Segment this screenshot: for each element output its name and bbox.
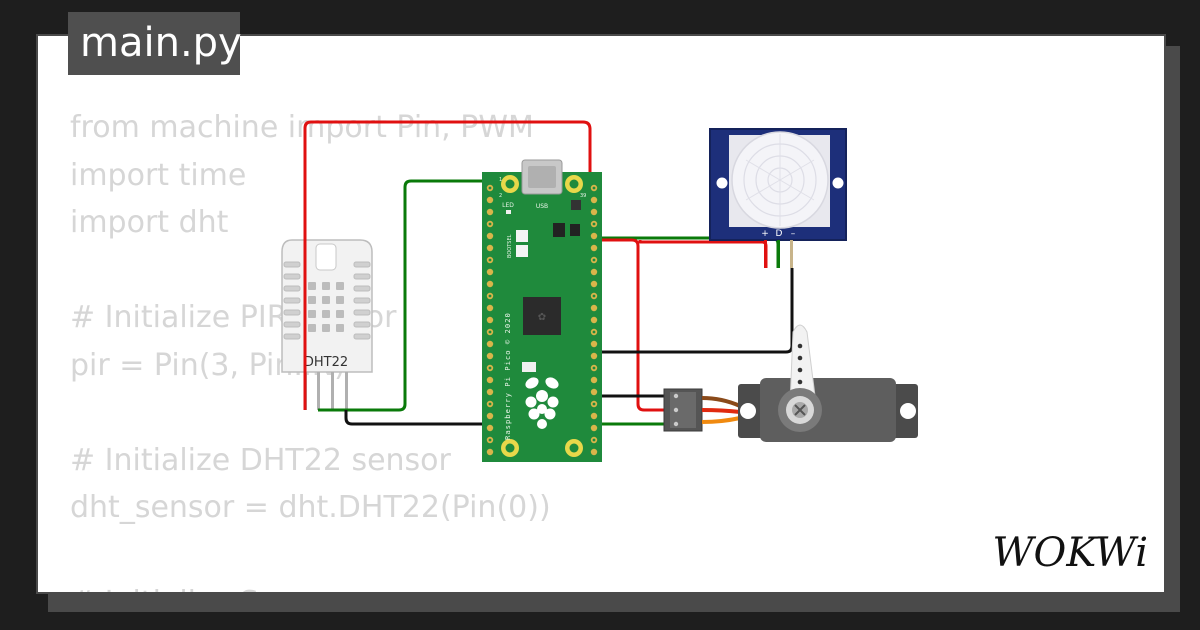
svg-text:✿: ✿: [538, 312, 546, 323]
pico-board-text: Raspberry Pi Pico © 2020: [503, 312, 512, 440]
wokwi-logo: WOKWi: [992, 530, 1148, 576]
pico-pin-1-label: 1: [499, 177, 502, 183]
servo-motor[interactable]: [663, 324, 918, 442]
code-line: # Initialize DHT22 sensor: [70, 442, 451, 478]
dht22-label: DHT22: [304, 355, 348, 370]
wire-servo-vcc: [596, 238, 668, 412]
wire-dht-data: [318, 179, 494, 412]
pir-motion-sensor[interactable]: + D –: [709, 128, 847, 268]
wire-pir-vcc-stub: [638, 240, 768, 268]
file-tab-main-py[interactable]: main.py: [68, 12, 242, 75]
pico-pin-2-label: 2: [499, 193, 502, 199]
pir-pin-d-label: D: [776, 229, 783, 239]
pico-led-label: LED: [502, 202, 514, 209]
dht22-sensor[interactable]: DHT22: [281, 239, 373, 410]
wokwi-logo-text: WOKWi: [992, 530, 1148, 576]
pico-pin-39-label: 39: [580, 193, 586, 199]
raspberry-logo-icon: [525, 377, 559, 429]
pico-bootsel-label: BOOTSEL: [507, 234, 513, 258]
pico-usb-label: USB: [536, 203, 548, 210]
wire-dht-gnd: [344, 410, 494, 426]
pir-pin-plus-label: +: [761, 229, 769, 239]
pir-pin-minus-label: –: [791, 229, 796, 239]
raspberry-pi-pico[interactable]: USB LED 1 2 39 BOOTSEL ✿ Raspberry Pi Pi…: [482, 159, 602, 462]
code-line: import time: [70, 157, 247, 193]
wire-dht-vcc: [303, 120, 592, 410]
wire-pir-gnd: [596, 268, 794, 354]
code-line: import dht: [70, 205, 229, 240]
code-line: dht_sensor = dht.DHT22(Pin(0)): [70, 490, 551, 525]
code-line: # Initialize Servo: [70, 579, 551, 592]
